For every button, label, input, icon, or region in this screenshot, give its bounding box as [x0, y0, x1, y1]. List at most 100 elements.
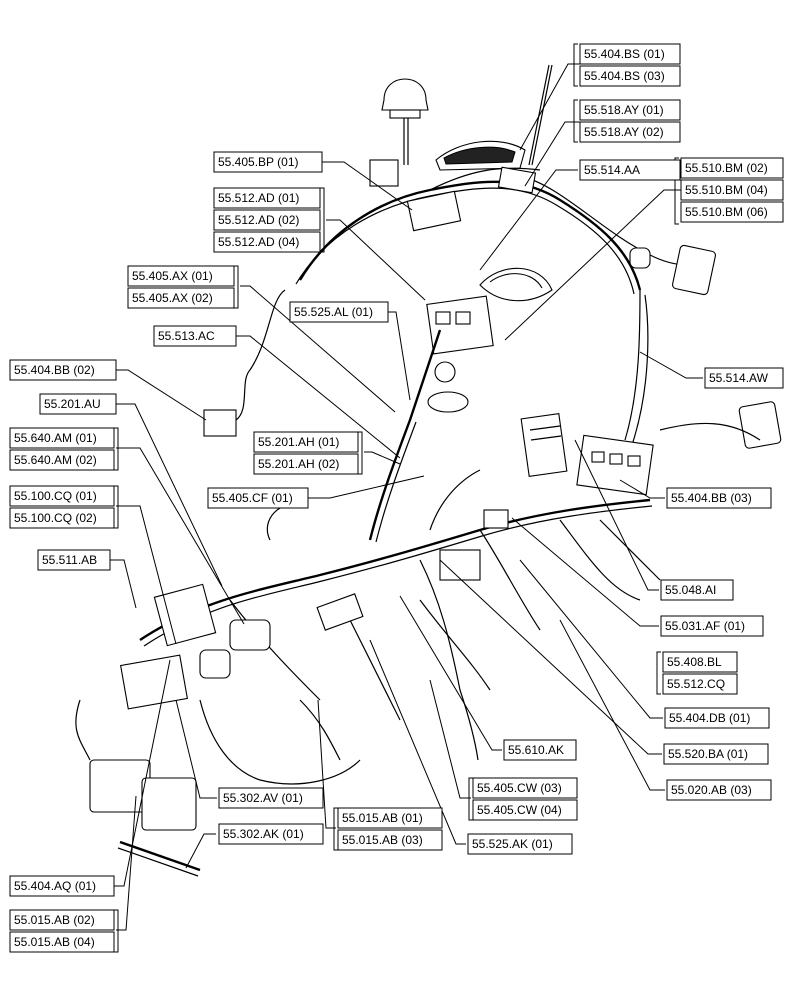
label-group-brackets [114, 43, 679, 953]
callout-text: 55.405.CW (03) [477, 781, 562, 795]
callout-text: 55.404.BB (03) [671, 491, 752, 505]
left-control-unit [119, 583, 271, 710]
callout-box [503, 739, 577, 761]
callout-text: 55.031.AF (01) [665, 619, 745, 633]
callout-label-l34: 55.610.AK [503, 739, 577, 761]
callout-label-l42: 55.302.AK (01) [218, 823, 324, 845]
callout-text: 55.408.BL [667, 655, 722, 669]
callout-text: 55.520.BA (01) [668, 747, 748, 761]
callout-box [218, 823, 324, 845]
callout-label-l31: 55.408.BL [662, 651, 738, 673]
callout-label-l01: 55.404.BS (01) [579, 43, 681, 65]
callout-label-l19: 55.201.AU [39, 393, 117, 415]
callout-text: 55.510.BM (06) [685, 205, 768, 219]
callout-text: 55.405.AX (01) [132, 269, 213, 283]
right-work-lamp [629, 244, 782, 449]
callout-text: 55.302.AK (01) [223, 827, 304, 841]
callout-label-l43: 55.525.AK (01) [467, 833, 573, 855]
callout-label-l21: 55.640.AM (02) [9, 449, 115, 471]
callout-box [467, 833, 573, 855]
callout-text: 55.511.AB [42, 553, 97, 567]
callout-box [127, 265, 235, 287]
small-module-left [203, 289, 286, 437]
callout-text: 55.610.AK [508, 743, 564, 757]
callout-text: 55.404.DB (01) [669, 711, 750, 725]
callout-text: 55.514.AW [709, 371, 769, 385]
callout-text: 55.640.AM (01) [14, 431, 97, 445]
callout-box [37, 549, 111, 571]
callout-box [663, 743, 769, 765]
callout-box [289, 301, 389, 323]
callout-label-l26: 55.100.CQ (01) [9, 485, 115, 507]
callout-label-l10: 55.512.AD (01) [213, 187, 321, 209]
callout-box [579, 121, 681, 143]
callout-text: 55.525.AL (01) [294, 305, 373, 319]
center-relay-block [426, 295, 494, 413]
callout-box [213, 187, 321, 209]
callout-text: 55.015.AB (03) [342, 833, 423, 847]
callout-box [9, 875, 115, 897]
harness-illustration [75, 64, 782, 877]
fuse-box [576, 434, 654, 496]
callout-box [9, 909, 115, 931]
callout-text: 55.015.AB (01) [342, 811, 423, 825]
callout-box [666, 487, 772, 509]
callout-label-l33: 55.404.DB (01) [664, 707, 770, 729]
callout-text: 55.525.AK (01) [472, 837, 553, 851]
callout-box [153, 325, 237, 347]
callout-label-l09: 55.510.BM (06) [680, 201, 784, 223]
callout-box [337, 829, 443, 851]
callout-box [704, 367, 784, 389]
callout-box [253, 431, 359, 453]
dome-light [479, 267, 553, 302]
callout-label-l14: 55.405.AX (02) [127, 287, 235, 309]
callout-box [9, 427, 115, 449]
callout-box [579, 65, 681, 87]
callout-label-l22: 55.201.AH (01) [253, 431, 359, 453]
callout-box [213, 209, 321, 231]
callout-text: 55.405.AX (02) [132, 291, 213, 305]
callout-box [337, 807, 443, 829]
callout-label-l16: 55.513.AC [153, 325, 237, 347]
roof-lamp [435, 140, 526, 171]
callout-box [660, 579, 734, 601]
callout-box [472, 777, 578, 799]
callout-text: 55.518.AY (01) [584, 103, 664, 117]
callout-text: 55.404.AQ (01) [14, 879, 96, 893]
callout-label-l23: 55.201.AH (02) [253, 453, 359, 475]
callout-labels: 55.404.BS (01)55.404.BS (03)55.518.AY (0… [9, 43, 784, 953]
callout-label-l38: 55.020.AB (03) [666, 779, 772, 801]
callout-label-l06: 55.514.AA [579, 159, 681, 181]
callout-label-l25: 55.404.BB (03) [666, 487, 772, 509]
callout-label-l17: 55.404.BB (02) [9, 359, 117, 381]
callout-box [9, 931, 115, 953]
callout-label-l03: 55.518.AY (01) [579, 99, 681, 121]
callout-text: 55.405.CW (04) [477, 803, 562, 817]
callout-box [9, 359, 117, 381]
callout-text: 55.513.AC [158, 329, 215, 343]
callout-box [579, 99, 681, 121]
callout-text: 55.100.CQ (02) [14, 511, 97, 525]
callout-label-l46: 55.015.AB (04) [9, 931, 115, 953]
callout-text: 55.201.AU [44, 397, 101, 411]
callout-box [660, 615, 764, 637]
callout-label-l08: 55.510.BM (04) [680, 179, 784, 201]
callout-label-l11: 55.512.AD (02) [213, 209, 321, 231]
callout-text: 55.510.BM (04) [685, 183, 768, 197]
callout-text: 55.015.AB (04) [14, 935, 95, 949]
callout-label-l40: 55.015.AB (01) [337, 807, 443, 829]
callout-box [680, 201, 784, 223]
callout-text: 55.510.BM (02) [685, 161, 768, 175]
callout-label-l13: 55.405.AX (01) [127, 265, 235, 287]
callout-box [218, 787, 324, 809]
callout-text: 55.514.AA [584, 163, 640, 177]
callout-label-l05: 55.405.BP (01) [213, 151, 323, 173]
callout-box [662, 651, 738, 673]
callout-text: 55.405.CF (01) [212, 491, 293, 505]
callout-label-l35: 55.520.BA (01) [663, 743, 769, 765]
roof-console-module [369, 159, 537, 232]
callout-text: 55.512.AD (01) [218, 191, 299, 205]
callout-label-l20: 55.640.AM (01) [9, 427, 115, 449]
callout-text: 55.512.CQ [667, 677, 725, 691]
